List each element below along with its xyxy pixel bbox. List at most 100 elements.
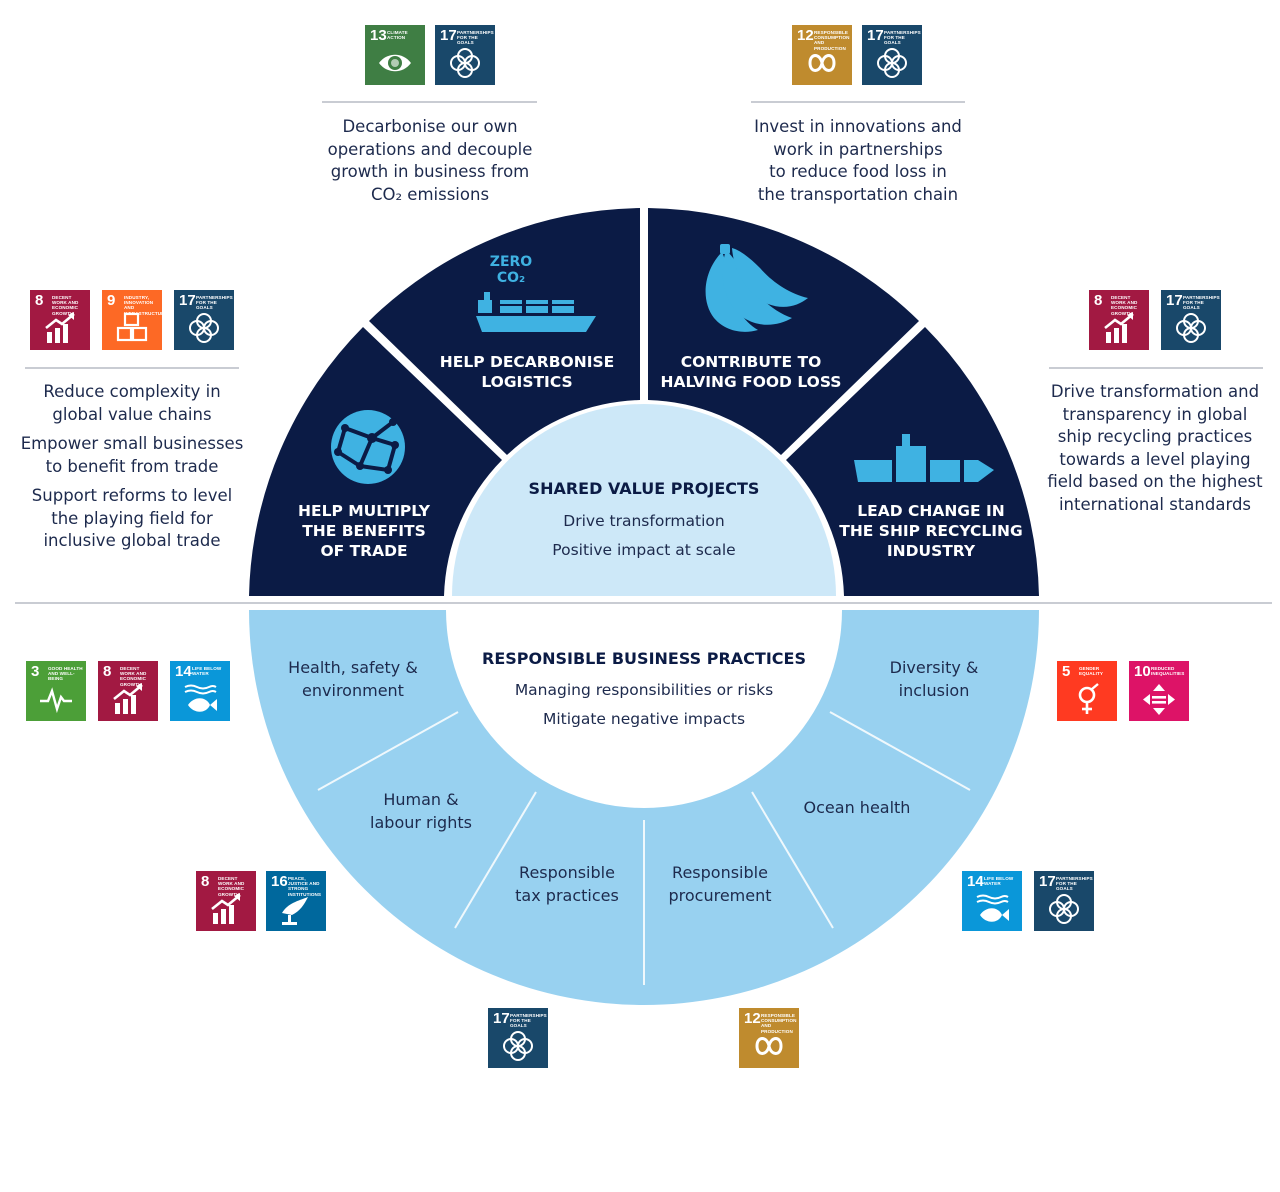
sdg-title: Reduced inequalities: [1151, 666, 1185, 677]
globe-network-icon: [331, 410, 405, 484]
flower-rings-icon: [503, 1031, 533, 1061]
sdg-17-tile: 17Partnerships for the goals: [1161, 290, 1221, 350]
sdg-12-tile: 12Responsible consumption and production: [739, 1008, 799, 1068]
annotation-right: Drive transformation and transparency in…: [1047, 382, 1263, 514]
sdg-title: Partnerships for the goals: [510, 1013, 547, 1029]
sdg-number: 17: [179, 292, 196, 309]
sdg-13-tile: 13Climate action: [365, 25, 425, 85]
dove-icon: [282, 897, 308, 925]
sdg-title: Industry, innovation and infrastructure: [124, 295, 162, 316]
shared-value-center: [452, 404, 836, 596]
sdg-number: 12: [744, 1010, 761, 1027]
sdg-number: 17: [1039, 873, 1056, 890]
recycling-label-2: THE SHIP RECYCLING: [839, 522, 1022, 540]
sdg-title: Gender equality: [1079, 666, 1104, 677]
flower-rings-icon: [450, 48, 480, 78]
tax-label-2: tax practices: [515, 886, 619, 905]
sdg-number: 17: [493, 1010, 510, 1027]
growth-chart-icon: [211, 893, 241, 924]
growth-chart-icon: [45, 312, 75, 343]
sdg-number: 14: [175, 663, 192, 680]
ring-separators: [317, 711, 971, 985]
shared-value-title: SHARED VALUE PROJECTS: [529, 479, 760, 498]
sdg-16-tile: 16Peace, justice and strong institutions: [266, 871, 326, 931]
fish-icon: [976, 894, 1009, 922]
procure-label-2: procurement: [668, 886, 771, 905]
rule-left: [25, 367, 239, 369]
infinity-icon: [808, 54, 836, 72]
food-label-1: CONTRIBUTE TO: [681, 353, 822, 371]
growth-chart-icon: [1104, 312, 1134, 343]
banana-icon: [705, 244, 808, 332]
sdg-number: 5: [1062, 663, 1071, 680]
sdg-17-tile: 17Partnerships for the goals: [862, 25, 922, 85]
sdg-number: 17: [1166, 292, 1183, 309]
shared-value-line2: Positive impact at scale: [552, 541, 735, 559]
flower-rings-icon: [1049, 894, 1079, 924]
ocean-label-1: Ocean health: [804, 798, 911, 817]
sdg-title: Life below water: [192, 666, 222, 677]
zero-co2-ship-icon: ZERO CO₂: [476, 254, 596, 332]
recycling-label-1: LEAD CHANGE IN: [857, 502, 1005, 520]
sdg-number: 13: [370, 27, 387, 44]
sdg-number: 3: [31, 663, 40, 680]
sdg-title: Decent work and economic growth: [120, 666, 147, 687]
human-label-2: labour rights: [370, 813, 472, 832]
sdg-title: Decent work and economic growth: [218, 876, 245, 897]
sdg-number: 12: [797, 27, 814, 44]
sdg-title: Partnerships for the goals: [1056, 876, 1093, 892]
sdg-9-tile: 9 Industry, innovation and infrastructure: [102, 290, 162, 350]
sdg-title: Life below water: [984, 876, 1014, 887]
sdg-10-tile: 10Reduced inequalities: [1129, 661, 1189, 721]
sdg-number: 8: [103, 663, 112, 680]
sdg-number: 17: [867, 27, 884, 44]
equality-arrows-icon: [1143, 684, 1175, 715]
sdg-14-tile: 14Life below water: [962, 871, 1022, 931]
rule-top-right: [751, 101, 965, 103]
sdg-14-tile: 14Life below water: [170, 661, 230, 721]
responsible-title: RESPONSIBLE BUSINESS PRACTICES: [482, 649, 806, 668]
sdg-8-tile: 8Decent work and economic growth: [196, 871, 256, 931]
zero-label: ZERO: [490, 254, 532, 270]
food-label-2: HALVING FOOD LOSS: [661, 373, 842, 391]
sdg-number: 8: [35, 292, 44, 309]
logistics-label-1: HELP DECARBONISE: [440, 353, 614, 371]
sdg-number: 17: [440, 27, 457, 44]
annotation-top-right: Invest in innovations and work in partne…: [754, 117, 962, 204]
hse-label-2: environment: [302, 681, 404, 700]
sdg-title: Climate action: [387, 30, 408, 41]
eye-globe-icon: [379, 54, 411, 72]
sdg-17-tile: 17Partnerships for the goals: [1034, 871, 1094, 931]
sdg-number: 9: [107, 292, 116, 309]
co2-label: CO₂: [497, 270, 525, 286]
sdg-title: Responsible consumption and production: [761, 1013, 797, 1034]
ship-recycling-icon: [854, 434, 994, 482]
sdg-title: Partnerships for the goals: [196, 295, 233, 311]
sdg-17-tile: 17Partnerships for the goals: [435, 25, 495, 85]
diversity-label-1: Diversity &: [890, 658, 979, 677]
sdg-8-tile: 8 Decent work and economic growth: [1089, 290, 1149, 350]
sdg-number: 10: [1134, 663, 1151, 680]
sdg-number: 14: [967, 873, 984, 890]
sdg-title: Good health and well-being: [48, 666, 83, 682]
flower-rings-icon: [877, 48, 907, 78]
logistics-label-2: LOGISTICS: [481, 373, 572, 391]
sdg-5-tile: 5 Gender equality: [1057, 661, 1117, 721]
sdg-title: Partnerships for the goals: [1183, 295, 1220, 311]
recycling-label-3: INDUSTRY: [887, 542, 976, 560]
sdg-title: Decent work and economic growth: [1111, 295, 1138, 316]
sdg-8-tile: 8 Decent work and economic growth: [98, 661, 158, 721]
sdg-title: Partnerships for the goals: [884, 30, 921, 46]
shared-value-line1: Drive transformation: [563, 512, 724, 530]
procure-label-1: Responsible: [672, 863, 768, 882]
responsible-half: [249, 610, 1039, 1005]
rule-right: [1049, 367, 1263, 369]
trade-label-1: HELP MULTIPLY: [298, 502, 431, 520]
trade-label-2: THE BENEFITS: [302, 522, 426, 540]
responsible-line1: Managing responsibilities or risks: [515, 681, 773, 699]
sdg-title: Partnerships for the goals: [457, 30, 494, 46]
human-label-1: Human &: [383, 790, 458, 809]
sdg-number: 8: [1094, 292, 1103, 309]
